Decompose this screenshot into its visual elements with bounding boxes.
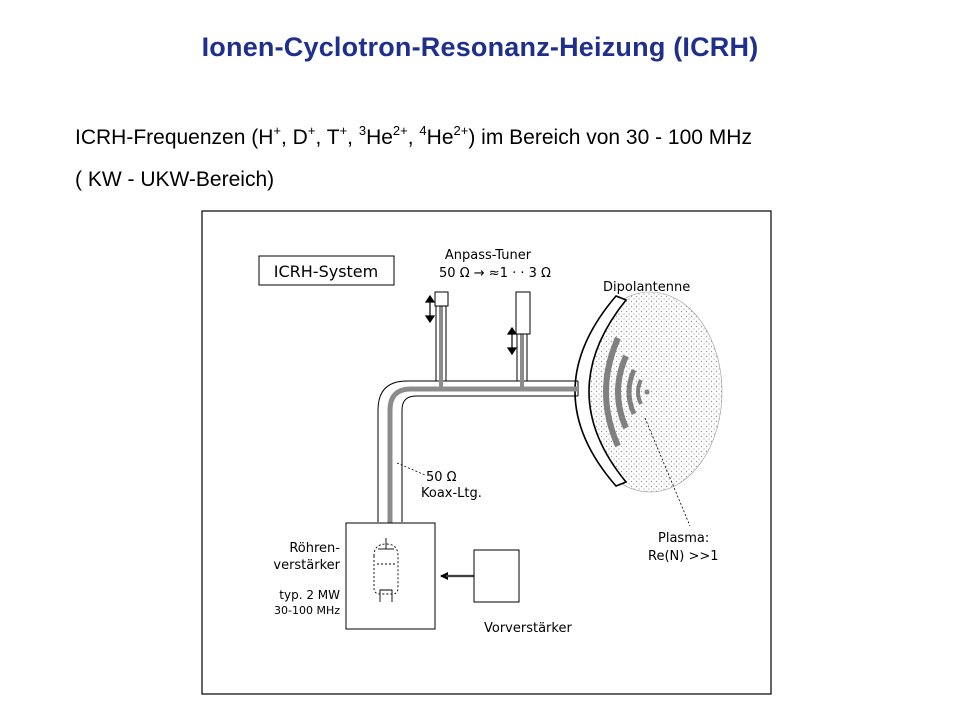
wave-arc-4 — [636, 379, 643, 405]
pre-he3: 3 — [358, 123, 367, 138]
sup-he3: 2+ — [392, 123, 408, 138]
amp-freq: 30-100 MHz — [274, 604, 340, 617]
pre-he4: 4 — [419, 123, 427, 138]
intro-he4: He — [426, 126, 454, 149]
tuner-impedance: 50 Ω → ≈1 · · 3 Ω — [439, 266, 551, 281]
wave-arc-2 — [615, 354, 629, 430]
intro-sep3: , — [347, 126, 359, 149]
amp-label-1: Röhren- — [289, 541, 340, 556]
preamp-box — [473, 549, 520, 603]
amp-power: typ. 2 MW — [279, 588, 340, 602]
intro-d: , D — [281, 126, 308, 149]
page-title: Ionen-Cyclotron-Resonanz-Heizung (ICRH) — [201, 32, 759, 62]
system-box — [258, 255, 395, 286]
coax-inner-conductor — [387, 386, 578, 525]
sup-h: + — [273, 123, 281, 138]
intro-suffix: ) im Bereich von 30 - 100 MHz — [468, 126, 752, 149]
amp-label-2: verstärker — [273, 558, 340, 573]
sup-d: + — [307, 123, 316, 138]
tuner-stub-1 — [434, 291, 449, 389]
plasma-value: Re(N) >>1 — [648, 549, 719, 564]
tuner-label: Anpass-Tuner — [445, 248, 532, 263]
antenna-label: Dipolantenne — [603, 280, 690, 295]
sup-t: + — [339, 123, 348, 138]
plasma-leader — [644, 417, 691, 527]
adjust-arrow-1 — [424, 294, 436, 324]
tuner-stub-2 — [515, 291, 531, 389]
system-label: ICRH-System — [274, 262, 378, 281]
wave-center — [644, 389, 650, 395]
diagram-frame — [201, 210, 772, 695]
frequency-line: ICRH-Frequenzen (H+, D+, T+, 3He2+, 4He2… — [75, 123, 752, 150]
coax-line — [377, 380, 579, 522]
tube-symbol — [373, 538, 399, 602]
coax-impedance: 50 Ω — [426, 470, 457, 485]
intro-t: , T — [315, 126, 340, 149]
coax-label: Koax-Ltg. — [421, 486, 482, 501]
coax-leader — [396, 462, 426, 476]
dipole-antenna-shell — [574, 295, 628, 487]
sup-he4: 2+ — [453, 123, 469, 138]
adjust-arrow-2 — [506, 326, 518, 356]
wave-arc-3 — [626, 368, 637, 416]
amplifier-box — [345, 522, 436, 630]
preamp-label: Vorverstärker — [484, 621, 572, 636]
wave-arc-1 — [603, 336, 621, 448]
intro-sep4: , — [407, 126, 420, 149]
intro-he3: He — [366, 126, 393, 149]
band-line: ( KW - UKW-Bereich) — [75, 168, 275, 191]
plasma-label: Plasma: — [658, 531, 709, 546]
intro-prefix: ICRH-Frequenzen (H — [75, 126, 274, 149]
